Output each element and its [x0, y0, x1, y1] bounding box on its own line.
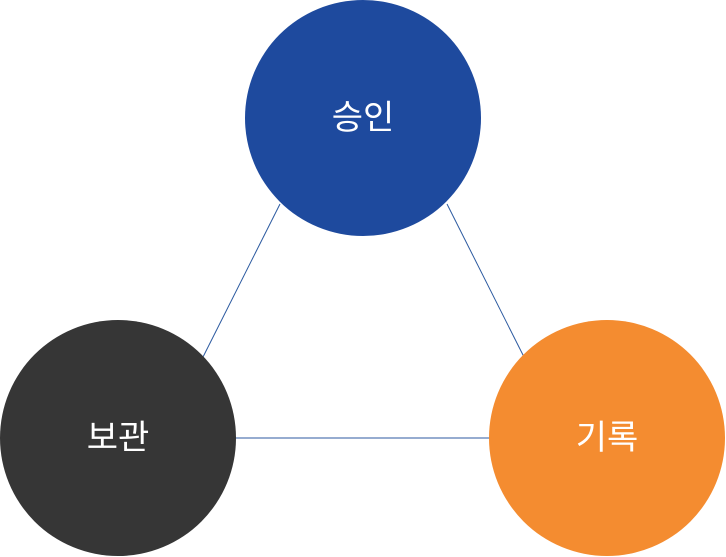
- node-storage: 보관: [0, 320, 236, 556]
- node-approval-circle: [245, 0, 481, 236]
- node-approval: 승인: [245, 0, 481, 236]
- node-storage-label: 보관: [87, 418, 150, 458]
- edge-approval-record: [446, 203, 525, 358]
- edge-approval-storage: [202, 203, 281, 358]
- node-record-label: 기록: [576, 418, 639, 458]
- node-approval-label: 승인: [332, 98, 395, 138]
- node-storage-circle: [0, 320, 236, 556]
- node-record-circle: [489, 320, 725, 556]
- node-record: 기록: [489, 320, 725, 556]
